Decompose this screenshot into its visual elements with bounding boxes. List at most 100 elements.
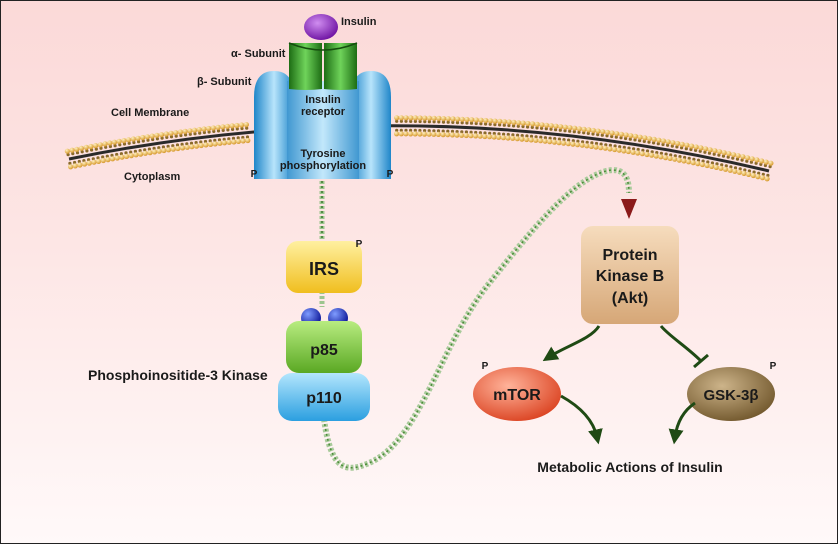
membrane-bead [189,144,195,150]
membrane-bead [421,131,428,137]
membrane-bead [469,121,474,125]
membrane-bead [436,129,441,133]
membrane-bead [96,156,100,160]
membrane-bead [94,147,98,151]
membrane-bead [757,171,761,175]
membrane-bead [154,132,160,138]
membrane-bead [450,116,456,122]
membrane-bead [221,128,225,132]
membrane-bead [726,151,732,157]
membrane-bead [608,143,613,147]
membrane-bead [628,133,634,139]
membrane-bead [431,115,437,121]
membrane-bead [422,115,428,121]
membrane-bead [231,139,237,145]
membrane-bead [721,154,726,158]
membrane-bead [151,137,155,142]
membrane-bead [159,132,165,138]
membrane-bead [149,133,155,139]
membrane-bead [399,128,403,132]
membrane-bead [641,148,645,152]
membrane-bead [404,119,408,123]
membrane-bead [558,128,562,132]
membrane-bead [398,131,404,137]
membrane-bead [226,139,232,145]
membrane-bead [196,127,202,133]
membrane-bead [706,160,710,164]
membrane-bead [651,136,657,142]
membrane-bead [661,142,665,147]
membrane-bead [137,140,141,144]
membrane-bead [544,122,550,128]
membrane-bead [68,164,74,170]
membrane-bead [478,117,484,123]
membrane-bead [506,132,510,137]
membrane-bead [193,132,197,136]
membrane-bead [699,161,706,168]
membrane-bead [621,148,627,154]
membrane-bead [565,141,571,147]
membrane-bead [243,122,249,128]
membrane-bead [417,131,423,137]
membrane-bead [77,159,81,164]
membrane-bead [194,141,198,145]
membrane-bead [114,155,120,161]
membrane-bead [432,129,436,133]
membrane-bead [135,135,141,141]
membrane-bead [655,151,659,155]
membrane-bead [187,128,193,134]
membrane-bead [548,123,554,129]
membrane-bead [487,118,494,124]
membrane-bead [441,120,446,124]
membrane-bead [126,137,132,143]
membrane-bead [562,124,569,130]
membrane-bead [721,150,727,156]
membrane-bead [670,140,676,146]
membrane-bead [639,151,645,157]
membrane-bead [91,157,95,161]
membrane-bead [413,119,417,123]
membrane-bead [473,133,479,139]
membrane-bead [498,123,502,127]
membrane-bead [426,115,433,121]
membrane-bead [500,135,506,141]
membrane-bead [539,122,545,128]
membrane-bead [122,142,127,146]
membrane-bead [745,155,751,161]
membrane-bead [111,139,118,145]
membrane-bead [563,129,567,133]
membrane-bead [698,149,702,153]
membrane-bead [188,132,192,136]
membrane-bead [678,155,682,159]
membrane-bead [455,130,459,134]
membrane-bead [717,153,721,157]
membrane-bead [759,175,766,181]
membrane-bead [590,127,597,134]
membrane-bead [567,138,571,142]
membrane-bead [492,118,498,124]
membrane-bead [157,146,161,150]
gsk3b-label: GSK-3β [704,387,759,404]
membrane-bead [121,138,127,144]
membrane-bead [556,140,562,146]
membrane-bead [692,157,696,161]
insulin-receptor-label-line1: Insulin [305,94,341,106]
gsk3b-to-metabolic-arrow [668,401,696,445]
membrane-bead [600,133,604,137]
membrane-bead [761,172,765,176]
membrane-bead [74,146,80,152]
membrane-bead [647,140,651,144]
membrane-bead [166,147,172,153]
membrane-bead [599,142,603,146]
membrane-bead [99,146,103,150]
membrane-bead [593,144,599,150]
membrane-bead [201,126,207,132]
membrane-bead [394,131,400,137]
membrane-bead [623,132,629,138]
membrane-bead [572,130,576,134]
membrane-bead [724,164,728,168]
receptor-phospho-p-right: P [387,169,394,180]
membrane-bead [133,152,139,158]
membrane-bead [768,165,772,169]
membrane-bead [637,134,643,140]
